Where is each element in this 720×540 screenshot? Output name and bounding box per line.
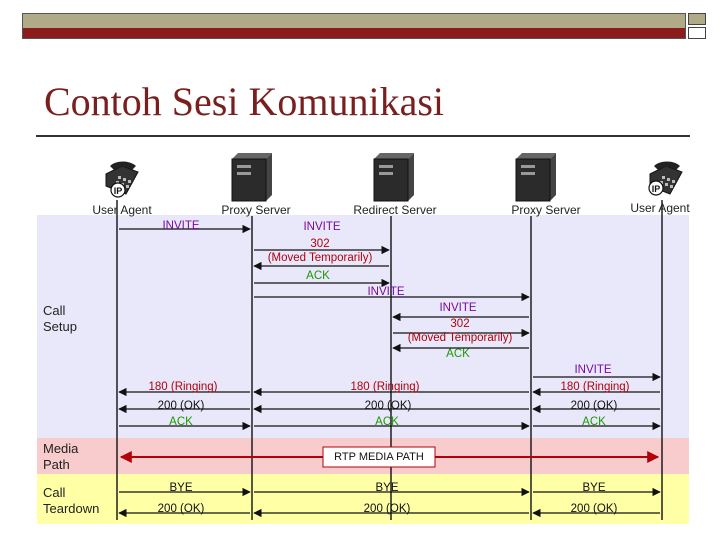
msg-bye-1: BYE	[169, 482, 193, 494]
msg-invite-1: INVITE	[162, 220, 200, 232]
actor-label-user-agent-left: User Agent	[92, 203, 152, 217]
message-arrows	[118, 224, 661, 518]
call-setup-band	[37, 215, 689, 438]
actor-label-proxy-server-left: Proxy Server	[221, 203, 291, 217]
msg-bye-2: BYE	[375, 482, 399, 494]
slide-top-bar	[22, 13, 708, 39]
msg-302-moved-1: 302 (Moved Temporarily)	[267, 238, 373, 264]
title-divider	[36, 135, 690, 137]
actor-label-proxy-server-right: Proxy Server	[511, 203, 581, 217]
msg-invite-5: INVITE	[574, 364, 612, 376]
msg-invite-3: INVITE	[367, 286, 405, 298]
call-teardown-band	[37, 474, 689, 524]
msg-ack-2: ACK	[446, 348, 470, 360]
msg-rtp-media-path: RTP MEDIA PATH	[334, 451, 424, 463]
phase-label-call-teardown: Call Teardown	[43, 485, 100, 516]
slide-title: Contoh Sesi Komunikasi	[44, 79, 445, 124]
msg-bye-ok-3: 200 (OK)	[570, 503, 618, 515]
lifelines	[116, 200, 663, 520]
phase-label-media-path: Media Path	[43, 441, 79, 472]
msg-ringing-1: 180 (Ringing)	[148, 381, 218, 393]
msg-invite-4: INVITE	[439, 302, 477, 314]
phase-label-call-setup: Call Setup	[43, 303, 77, 334]
actor-label-redirect-server: Redirect Server	[353, 203, 437, 217]
ip-phone-icon	[105, 161, 139, 198]
server-icon	[515, 153, 556, 202]
msg-ok-2: 200 (OK)	[364, 400, 412, 412]
top-bar-square-lower	[688, 27, 706, 39]
msg-bye-3: BYE	[582, 482, 606, 494]
actor-label-user-agent-right: User Agent	[630, 201, 690, 215]
msg-ok-3: 200 (OK)	[570, 400, 618, 412]
msg-ack-4: ACK	[375, 416, 399, 428]
msg-ack-3: ACK	[169, 416, 193, 428]
rtp-label-box	[322, 446, 436, 468]
msg-ringing-3: 180 (Ringing)	[560, 381, 630, 393]
ip-phone-icon	[648, 161, 683, 196]
msg-ok-1: 200 (OK)	[157, 400, 205, 412]
msg-ack-5: ACK	[582, 416, 606, 428]
msg-invite-2: INVITE	[303, 221, 341, 233]
ip-badge-label-left: IP	[114, 186, 123, 196]
msg-bye-ok-2: 200 (OK)	[363, 503, 411, 515]
top-bar-dark-stripe	[23, 28, 685, 38]
ip-badge-label-right: IP	[652, 184, 661, 194]
server-icon	[373, 153, 414, 202]
msg-ringing-2: 180 (Ringing)	[350, 381, 420, 393]
top-bar-square-upper	[688, 13, 706, 25]
top-bar-stripe	[22, 13, 686, 39]
msg-302-moved-2: 302 (Moved Temporarily)	[407, 318, 513, 344]
msg-bye-ok-1: 200 (OK)	[157, 503, 205, 515]
msg-ack-1: ACK	[306, 270, 330, 282]
server-icon	[231, 153, 272, 202]
